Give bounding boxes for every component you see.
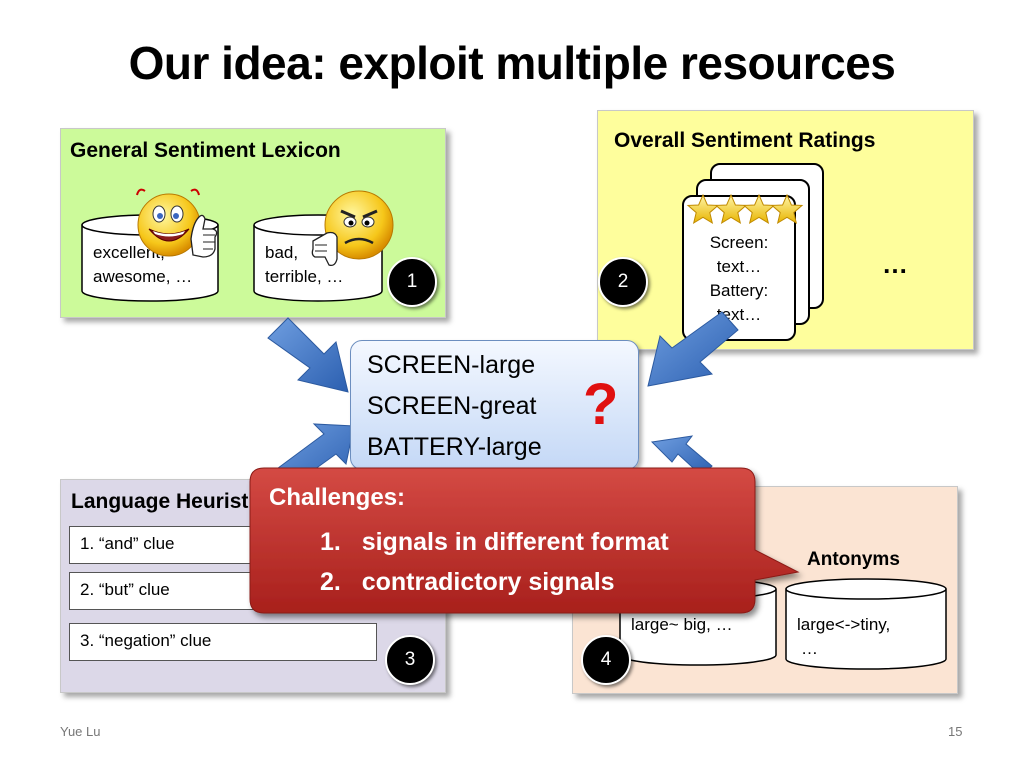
heuristics-panel-title: Language Heuristics xyxy=(71,490,278,513)
badge-1: 1 xyxy=(387,257,437,307)
antonyms-cylinder: large<->tiny, … xyxy=(785,578,947,671)
challenges-callout: Challenges: 1. signals in different form… xyxy=(249,467,800,614)
ratings-panel: Overall Sentiment Ratings Screen: text… … xyxy=(597,110,974,350)
antonyms-line2: … xyxy=(801,639,818,658)
challenge-2: 2. contradictory signals xyxy=(320,568,615,597)
antonyms-title: Antonyms xyxy=(807,549,900,570)
arrow-from-ratings-icon xyxy=(647,311,739,387)
badge-2: 2 xyxy=(598,257,648,307)
ratings-panel-title: Overall Sentiment Ratings xyxy=(614,129,876,152)
aspect-opinion-pairs-box: SCREEN-large SCREEN-great BATTERY-large … xyxy=(350,340,639,470)
arrow-from-lexicon-icon xyxy=(267,317,349,393)
review-doc-line2: text… xyxy=(716,257,762,276)
antonyms-line1: large<->tiny, xyxy=(797,615,891,634)
slide-title: Our idea: exploit multiple resources xyxy=(128,37,896,89)
challenge-2-text: contradictory signals xyxy=(361,568,615,596)
question-mark: ? xyxy=(583,372,619,437)
lexicon-panel-title: General Sentiment Lexicon xyxy=(70,139,341,162)
pair-battery-large: BATTERY-large xyxy=(367,433,542,461)
lexicon-panel: General Sentiment Lexicon excellent, awe… xyxy=(60,128,446,318)
angry-thumbs-down-smiley-icon xyxy=(311,190,394,267)
negative-words-line2: terrible, … xyxy=(265,267,344,286)
more-documents-ellipsis: … xyxy=(882,249,908,279)
synonyms-text: large~ big, … xyxy=(631,615,733,634)
positive-words-line1: excellent, xyxy=(93,243,165,262)
positive-words-line2: awesome, … xyxy=(93,267,193,286)
page-number: 15 xyxy=(948,724,963,739)
badge-4: 4 xyxy=(581,635,631,685)
challenge-1-text: signals in different format xyxy=(361,528,669,556)
negation-clue-box: 3. “negation” clue xyxy=(69,623,377,661)
happy-thumbs-up-smiley-icon xyxy=(136,188,218,258)
challenges-title: Challenges: xyxy=(269,484,406,511)
challenge-2-number: 2. xyxy=(320,568,341,596)
footer-author: Yue Lu xyxy=(60,724,101,739)
negative-words-line1: bad, xyxy=(265,243,299,262)
pair-screen-large: SCREEN-large xyxy=(367,351,536,379)
review-document-front: Screen: text… Battery: text… xyxy=(682,194,803,341)
review-doc-line3: Battery: xyxy=(709,281,769,300)
review-doc-line1: Screen: xyxy=(709,233,769,252)
pair-screen-great: SCREEN-great xyxy=(367,392,537,420)
challenge-1: 1. signals in different format xyxy=(320,528,669,557)
challenge-1-number: 1. xyxy=(320,528,341,556)
badge-3: 3 xyxy=(385,635,435,685)
four-star-rating-icon xyxy=(687,194,803,224)
